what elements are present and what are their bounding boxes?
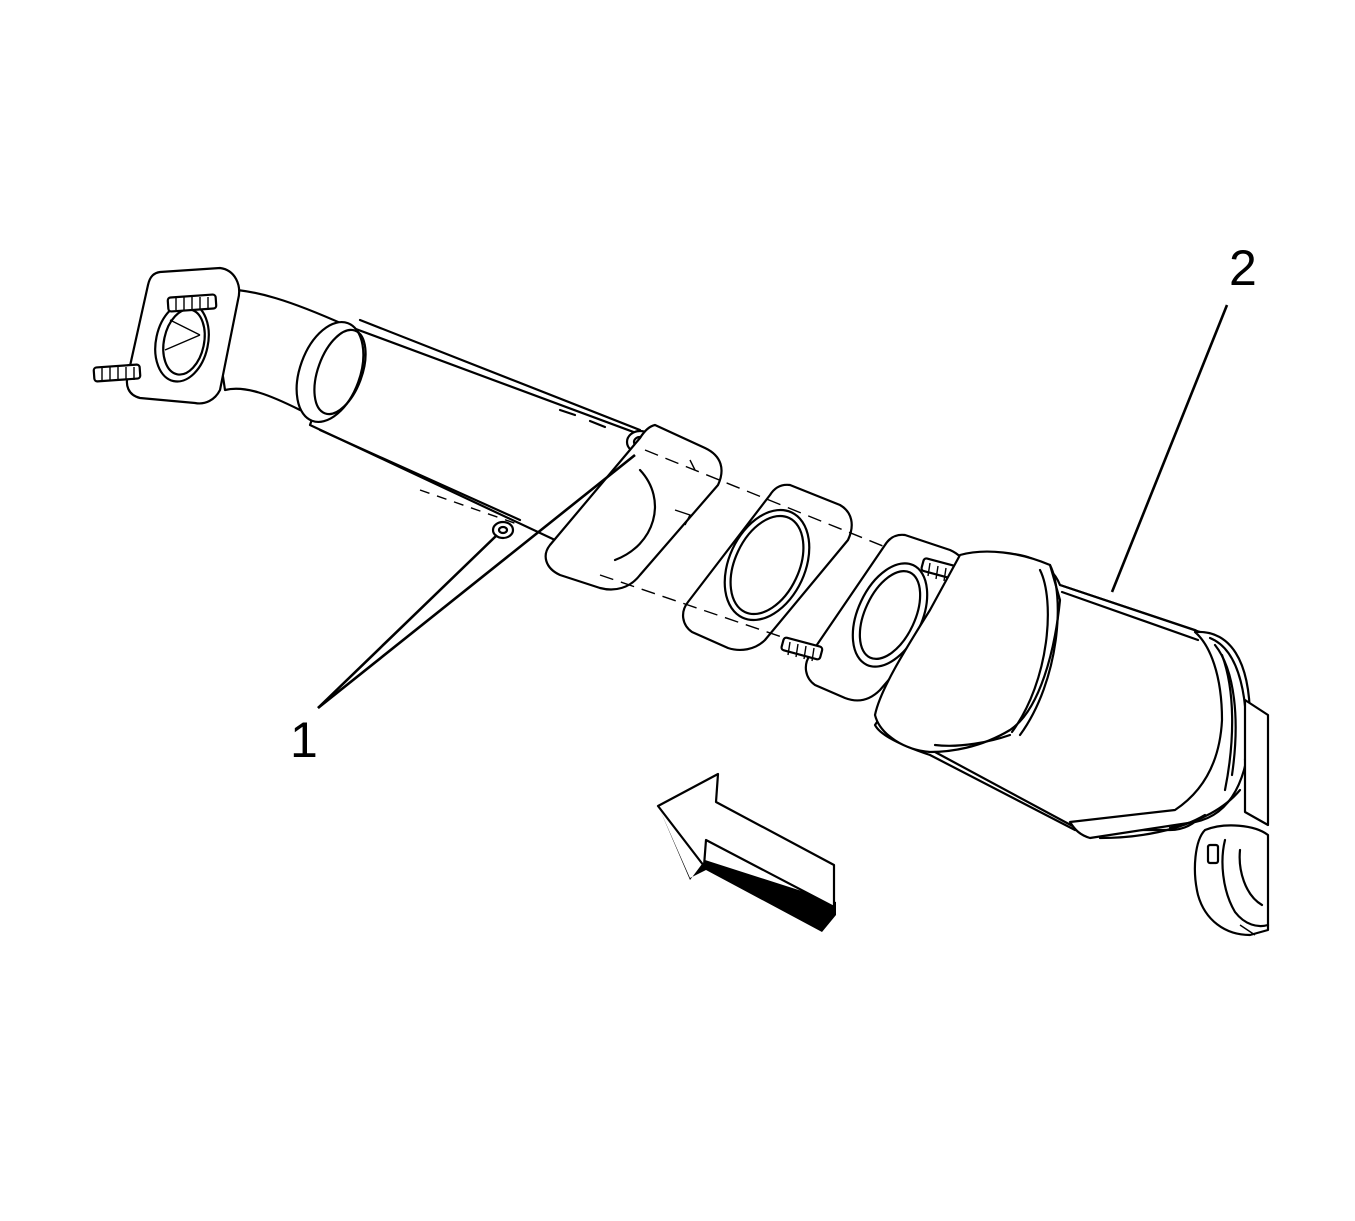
alignment-lines [419, 449, 931, 651]
gasket [682, 483, 853, 651]
flange-stud-lower [92, 363, 142, 383]
callout-label-1: 1 [290, 712, 318, 768]
outlet-clamp [1193, 824, 1270, 937]
callout-2-leader [1110, 304, 1229, 593]
converter-stud-lower [780, 636, 824, 662]
pipe-outlet-flange [544, 423, 723, 591]
catalytic-converter [873, 550, 1270, 840]
front-exhaust-pipe [208, 288, 657, 542]
flange-stud-upper [166, 293, 218, 313]
direction-arrow [656, 772, 836, 932]
converter-inlet-flange [804, 533, 970, 702]
callout-1-leaders [317, 453, 636, 710]
callout-label-2: 2 [1229, 240, 1257, 296]
nut-lower [491, 520, 515, 540]
inlet-flange [125, 266, 241, 405]
